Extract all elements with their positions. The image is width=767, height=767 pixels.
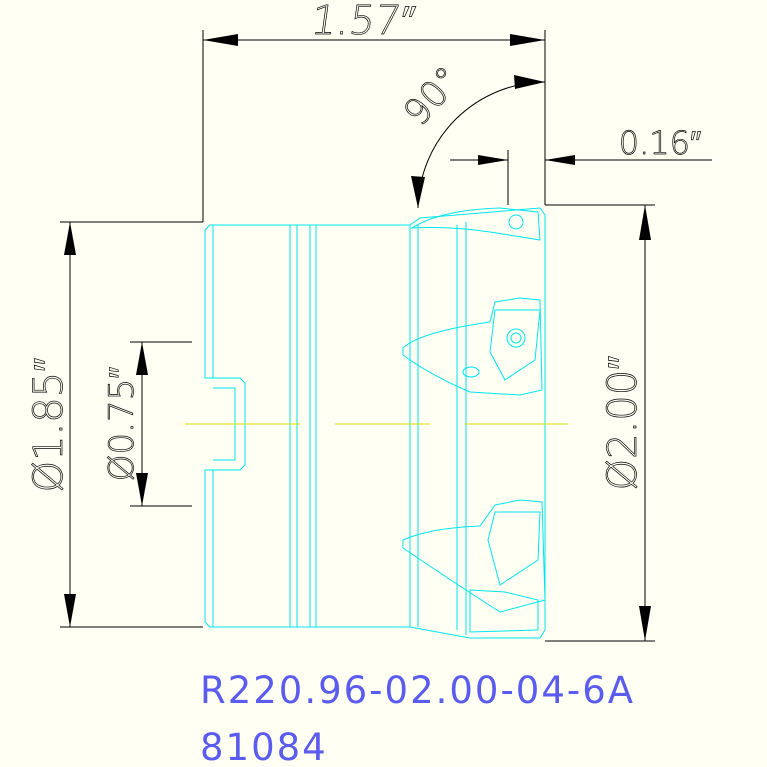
insert-screw-top (508, 214, 524, 230)
insert-pocket-top (410, 207, 541, 241)
bore-arrow-top (136, 342, 148, 375)
offset-dimension: 0.16″ (450, 124, 712, 205)
cut-diameter-dimension: Ø2.00″ (545, 204, 655, 642)
insert-pocket-bottom (402, 499, 546, 613)
angle-label: 90° (396, 59, 469, 134)
angle-arrow-top (514, 75, 545, 89)
angle-dimension: 90° (396, 59, 546, 209)
shank-arrow-top (64, 222, 76, 255)
shank-diameter-label: Ø1.85″ (26, 358, 72, 493)
length-arrow-left (203, 34, 238, 46)
shank-diameter-dimension: Ø1.85″ (26, 221, 203, 628)
length-label: 1.57″ (308, 0, 418, 44)
insert-pocket-middle (402, 297, 543, 396)
angle-arrow-bottom (411, 176, 425, 208)
insert-middle (489, 309, 541, 381)
bore-diameter-dimension: Ø0.75″ (102, 341, 192, 507)
insert-screw-middle (506, 328, 526, 348)
cut-diameter-label: Ø2.00″ (600, 356, 646, 491)
head-outline (409, 207, 546, 639)
offset-label: 0.16″ (619, 124, 702, 162)
cut-arrow-top (639, 205, 651, 240)
insert-screw-middle-inner (510, 332, 522, 344)
shank-arrow-bottom (64, 594, 76, 627)
item-number: 81084 (200, 726, 328, 767)
chip-pocket-bottom (469, 589, 539, 633)
cut-arrow-bottom (639, 606, 651, 641)
offset-arrow-left (478, 155, 508, 165)
insert-bottom (487, 511, 541, 586)
length-arrow-right (510, 34, 545, 46)
length-dimension: 1.57″ (202, 0, 546, 222)
shank-outline (204, 224, 411, 628)
cutter-body (204, 207, 546, 639)
coolant-hole-middle (462, 366, 480, 378)
part-number: R220.96-02.00-04-6A (200, 669, 635, 712)
bore-diameter-label: Ø0.75″ (102, 367, 142, 482)
bore-arrow-bottom (136, 473, 148, 506)
offset-arrow-right (545, 155, 575, 165)
